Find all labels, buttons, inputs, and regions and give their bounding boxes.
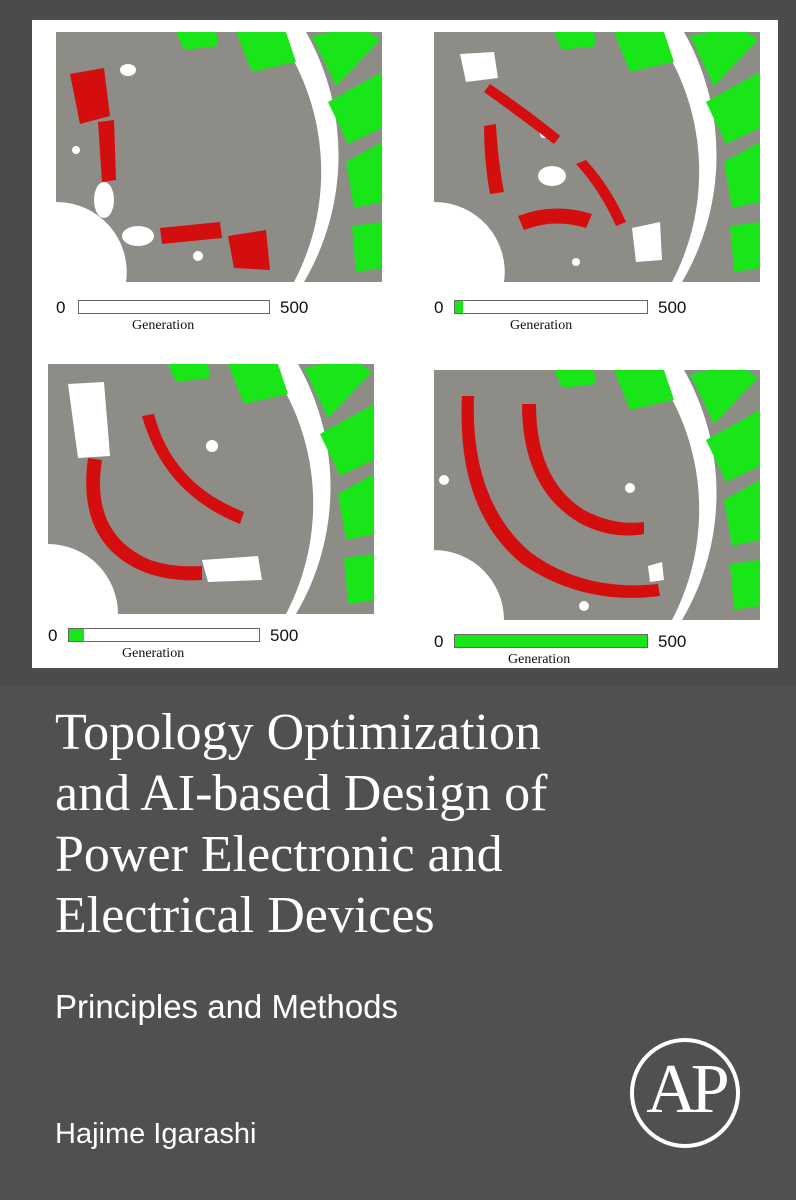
author-name: Hajime Igarashi — [55, 1118, 257, 1150]
rotor-panel-2: 0 500 Generation — [434, 32, 760, 333]
generation-scale: 0 500 Generation — [48, 626, 374, 661]
publisher-logo-ring — [630, 1038, 740, 1148]
generation-scale: 0 500 Generation — [434, 632, 760, 667]
generation-max-label: 500 — [270, 626, 299, 645]
rotor-cross-section-3 — [48, 364, 374, 614]
rotor-panel-1: 0 500 Generation — [56, 32, 382, 333]
rotor-cross-section-2 — [434, 32, 760, 282]
book-title: Topology Optimization and AI-based Desig… — [55, 702, 755, 946]
generation-axis-label: Generation — [508, 652, 571, 667]
rotor-panel-3: 0 500 Generation — [48, 364, 374, 661]
generation-min-label: 0 — [48, 626, 58, 645]
generation-axis-label: Generation — [122, 646, 185, 661]
generation-max-label: 500 — [658, 298, 687, 317]
rotor-cross-section-4 — [434, 370, 760, 620]
publisher-logo: AP — [628, 1036, 742, 1150]
book-title-line: and AI-based Design of — [55, 765, 548, 822]
book-title-line: Power Electronic and — [55, 826, 503, 883]
generation-max-label: 500 — [280, 298, 309, 317]
generation-progress-bar — [78, 300, 270, 314]
book-title-line: Topology Optimization — [55, 704, 541, 761]
generation-progress-fill — [455, 635, 647, 647]
topology-figure: 0 500 Generation — [32, 20, 778, 668]
generation-axis-label: Generation — [132, 318, 195, 333]
generation-axis-label: Generation — [510, 318, 573, 333]
generation-progress-fill — [455, 301, 463, 313]
generation-progress-bar — [454, 634, 648, 648]
generation-progress-fill — [69, 629, 85, 641]
generation-max-label: 500 — [658, 632, 687, 651]
rotor-cross-section-1 — [56, 32, 382, 282]
generation-min-label: 0 — [56, 298, 66, 317]
book-title-line: Electrical Devices — [55, 887, 435, 944]
publisher-logo-text: AP — [646, 1051, 729, 1128]
generation-progress-bar — [68, 628, 260, 642]
book-subtitle: Principles and Methods — [55, 988, 399, 1025]
rotor-panel-4: 0 500 Generation — [434, 370, 760, 667]
generation-min-label: 0 — [434, 632, 444, 651]
generation-scale: 0 500 Generation — [434, 298, 760, 333]
generation-min-label: 0 — [434, 298, 444, 317]
generation-scale: 0 500 Generation — [56, 298, 382, 333]
generation-progress-bar — [454, 300, 648, 314]
